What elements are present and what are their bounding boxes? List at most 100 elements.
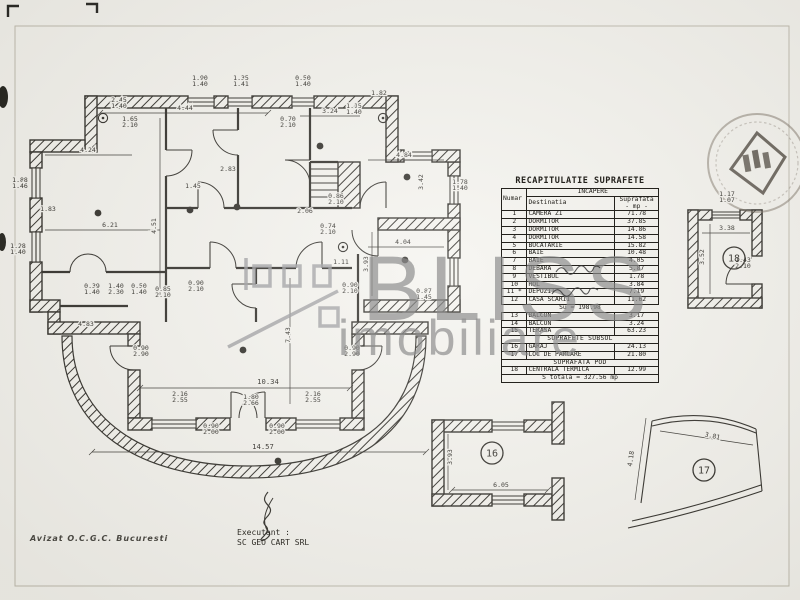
official-stamp bbox=[707, 113, 800, 213]
cell-suprafata: 37.85 bbox=[614, 218, 659, 227]
dimension-label: 3.52 bbox=[698, 249, 706, 265]
recap-table-title: RECAPITULATIE SUPRAFETE bbox=[515, 176, 645, 186]
cell-suprafata: 3.24 bbox=[614, 319, 659, 329]
table-total: S totala = 327.56 mp bbox=[501, 374, 659, 383]
cell-destinatia: BALCON bbox=[526, 311, 616, 321]
table-section: SUPRAFETE SUBSOL bbox=[501, 335, 659, 344]
dimension-label: 7.43 bbox=[284, 327, 292, 343]
cell-destinatia: CAMERA ZI bbox=[526, 210, 616, 220]
unit-number: 17 bbox=[698, 466, 710, 477]
cell-numar: 6 bbox=[500, 249, 528, 259]
cell-numar: 5 bbox=[500, 241, 528, 251]
unit-number-circle bbox=[480, 441, 504, 465]
cell-destinatia: VESTIBUL bbox=[526, 272, 616, 282]
dimension-label: 3.81 bbox=[704, 430, 721, 441]
room-marker bbox=[186, 206, 194, 214]
table-section: SUPRAFATA POD bbox=[501, 358, 659, 368]
room-marker-dot bbox=[381, 116, 385, 120]
col-header-destinatia: Destinatia bbox=[526, 195, 616, 212]
page-frame bbox=[0, 2, 790, 587]
cell-numar: 11 * bbox=[500, 288, 528, 298]
dimension-label: 10.34 bbox=[257, 377, 279, 386]
table-row: S totala = 327.56 mp bbox=[501, 374, 659, 383]
interior-walls bbox=[42, 108, 360, 322]
dimension-label: 1.83 bbox=[40, 205, 56, 213]
room-marker-circle bbox=[377, 112, 389, 124]
table-row: SUPRAFETE SUBSOL bbox=[501, 335, 659, 344]
cell-suprafata: 14.86 bbox=[614, 225, 659, 235]
dimension-label: 6.21 bbox=[102, 221, 118, 229]
room-marker bbox=[94, 209, 102, 217]
cell-numar: 1 bbox=[500, 210, 528, 220]
cell-destinatia: DORMITOR bbox=[526, 225, 616, 235]
executant-label: Executant : bbox=[237, 528, 290, 537]
cell-suprafata: 14.58 bbox=[614, 233, 659, 243]
dimension-label: 3.42 bbox=[417, 174, 425, 190]
cell-destinatia: BAIE bbox=[526, 249, 616, 259]
cell-suprafata: 12.99 bbox=[614, 366, 659, 376]
cell-suprafata: 71.78 bbox=[614, 210, 659, 220]
cell-numar: 10 bbox=[500, 280, 528, 290]
col-header-numar: Numar curent bbox=[500, 187, 528, 212]
dimension-label: 1.45 bbox=[185, 182, 201, 190]
dimension-label: 4.04 bbox=[395, 238, 411, 246]
cell-destinatia: DEPOZIT bbox=[526, 288, 616, 298]
cell-suprafata: 1.78 bbox=[614, 272, 659, 282]
boiler-room-plan bbox=[687, 209, 763, 309]
dimension-label: 1.11 bbox=[333, 258, 349, 266]
cell-destinatia: DORMITOR bbox=[526, 218, 616, 227]
cell-destinatia: BALCON bbox=[526, 319, 616, 329]
cell-numar: 12 bbox=[500, 296, 528, 305]
cell-destinatia: DEBARA bbox=[526, 264, 616, 274]
dimension-label: 3.93 bbox=[362, 256, 370, 272]
dimension-label: 4.18 bbox=[626, 450, 636, 467]
dimension-label: 14.57 bbox=[252, 442, 274, 451]
dimension-label: 1.82 bbox=[371, 89, 387, 97]
dimension-label: 3.38 bbox=[719, 224, 735, 232]
dimension-label: 4.51 bbox=[150, 218, 158, 234]
garage-plan bbox=[431, 401, 565, 521]
dimension-label: 3.93 bbox=[446, 449, 454, 465]
col-header-suprafata: Suprafata- mp - bbox=[614, 195, 659, 212]
cell-suprafata: 15.82 bbox=[614, 241, 659, 251]
cell-suprafata: 4.05 bbox=[614, 257, 659, 266]
dimension-label: 4.24 bbox=[80, 146, 96, 154]
cell-numar: 3 bbox=[500, 225, 528, 235]
table-row: SUPRAFATA POD bbox=[501, 358, 659, 368]
recap-table: RECAPITULATIE SUPRAFETE Numar curent INC… bbox=[500, 176, 659, 383]
cell-suprafata: 5.87 bbox=[614, 264, 659, 274]
cell-numar: 4 bbox=[500, 233, 528, 243]
room-marker bbox=[239, 346, 247, 354]
